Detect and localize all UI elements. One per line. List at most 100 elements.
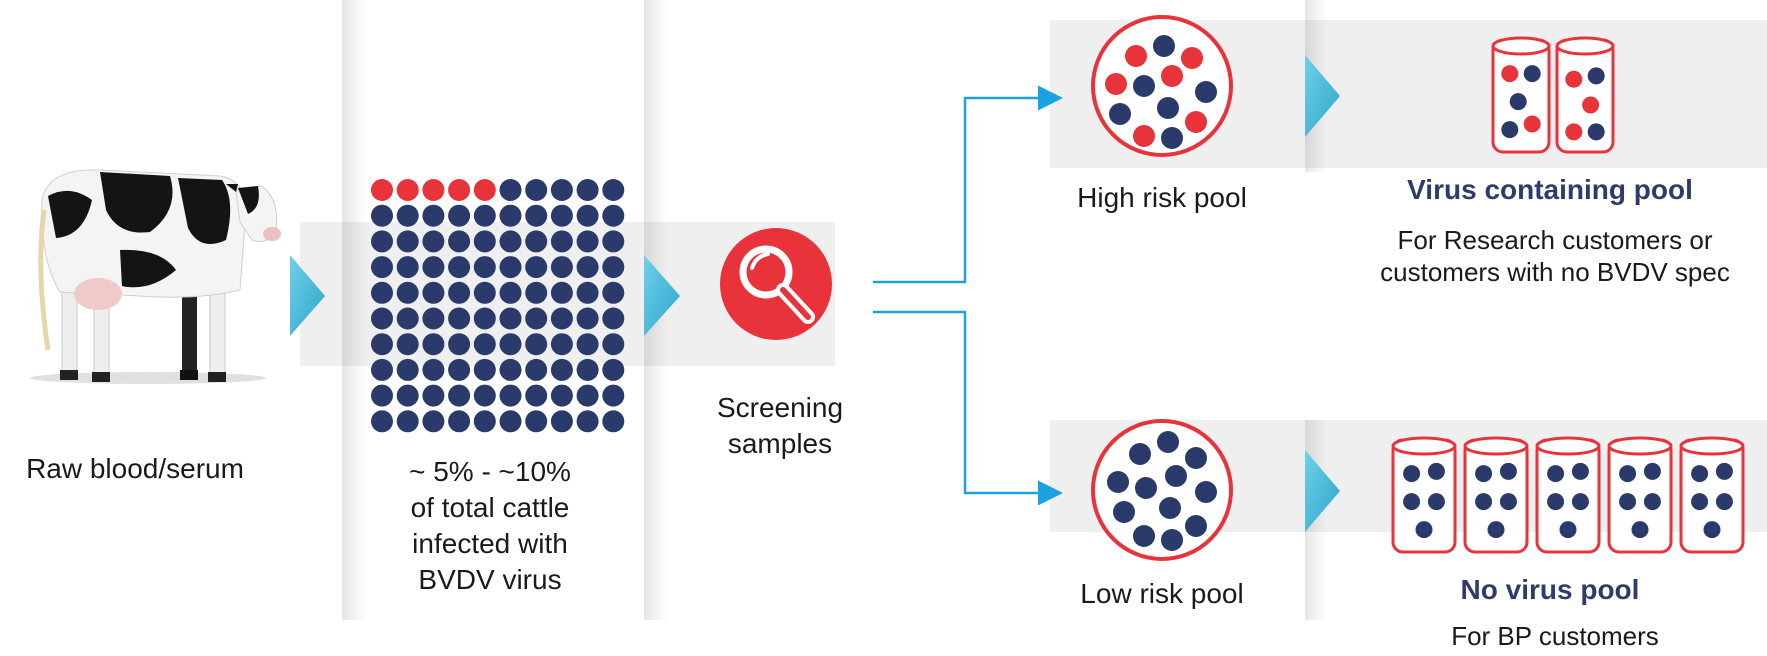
sample-container-icon <box>1535 436 1601 554</box>
chevron-arrow-icon <box>290 255 325 336</box>
healthy-cattle-dot <box>473 384 496 407</box>
virus-pool-desc-line: customers with no BVDV spec <box>1380 257 1730 287</box>
healthy-cattle-dot <box>576 179 599 201</box>
chevron-arrow-icon <box>1305 55 1340 137</box>
healthy-cattle-dot <box>371 204 393 227</box>
clean-sample-dot <box>1559 521 1577 539</box>
screening-line: samples <box>727 428 833 459</box>
healthy-cattle-dot <box>499 256 522 279</box>
healthy-cattle-dot <box>473 358 496 381</box>
high-risk-pool-icon <box>1091 15 1233 157</box>
healthy-cattle-dot <box>602 358 625 381</box>
healthy-cattle-dot <box>422 410 445 433</box>
healthy-cattle-dot <box>396 333 419 356</box>
healthy-cattle-dot <box>422 230 445 253</box>
arrow-to-high-pool <box>873 85 1063 284</box>
infected-sample-dot <box>1523 115 1541 133</box>
sample-container-icon <box>1391 436 1457 554</box>
low-risk-pool-icon <box>1091 419 1233 561</box>
sample-container-icon <box>1555 36 1615 154</box>
healthy-cattle-dot <box>499 358 522 381</box>
clean-sample-dot <box>1619 493 1637 511</box>
no-virus-pool-desc-line: For BP customers <box>1451 621 1659 651</box>
clean-sample-dot <box>1427 462 1445 480</box>
healthy-cattle-dot <box>576 256 599 279</box>
infection-rate-label: ~ 5% - ~10% of total cattle infected wit… <box>370 454 610 598</box>
healthy-cattle-dot <box>473 333 496 356</box>
clean-sample-dot <box>1691 493 1709 511</box>
healthy-cattle-dot <box>448 333 471 356</box>
source-label: Raw blood/serum <box>26 453 244 484</box>
healthy-cattle-dot <box>473 256 496 279</box>
screening-label: Screening samples <box>680 390 880 462</box>
clean-sample-dot <box>1475 465 1493 483</box>
healthy-cattle-dot <box>448 410 471 433</box>
healthy-cattle-dot <box>473 230 496 253</box>
clean-sample-dot <box>1703 521 1721 539</box>
clean-sample-dot <box>1571 462 1589 480</box>
healthy-cattle-dot <box>371 307 393 330</box>
healthy-cattle-dot <box>550 333 573 356</box>
clean-sample-dot <box>1571 493 1589 511</box>
screening-line: Screening <box>716 392 844 423</box>
healthy-cattle-dot <box>396 358 419 381</box>
healthy-cattle-dot <box>499 333 522 356</box>
healthy-cattle-dot <box>602 281 625 304</box>
no-virus-pool-title: No virus pool <box>1460 574 1640 605</box>
infection-rate-line: ~ 5% - ~10% <box>409 456 571 487</box>
sample-container-icon <box>1463 436 1529 554</box>
healthy-cattle-dot <box>396 256 419 279</box>
high-risk-pool-label: High risk pool <box>1077 182 1247 213</box>
healthy-cattle-dot <box>525 281 548 304</box>
healthy-cattle-dot <box>525 333 548 356</box>
clean-sample-dot <box>1691 465 1709 483</box>
clean-sample-dot <box>1715 462 1733 480</box>
healthy-cattle-dot <box>576 333 599 356</box>
healthy-cattle-dot <box>602 384 625 407</box>
cow-image <box>30 169 281 384</box>
healthy-cattle-dot <box>499 204 522 227</box>
no-virus-pool-description: For BP customers <box>1345 620 1765 652</box>
infected-sample-dot <box>1501 65 1519 83</box>
healthy-cattle-dot <box>473 281 496 304</box>
low-risk-pool-label: Low risk pool <box>1080 578 1244 609</box>
clean-sample-dot <box>1547 493 1565 511</box>
clean-sample-dot <box>1547 465 1565 483</box>
infected-sample-dot <box>1582 96 1600 114</box>
infection-rate-line: infected with <box>412 528 568 559</box>
sample-container-icon <box>1607 436 1673 554</box>
clean-sample-dot <box>1587 67 1605 85</box>
healthy-cattle-dot <box>602 333 625 356</box>
healthy-cattle-dot <box>448 204 471 227</box>
healthy-cattle-dot <box>550 230 573 253</box>
healthy-cattle-dot <box>576 307 599 330</box>
infected-cattle-dot <box>396 179 419 201</box>
healthy-cattle-dot <box>525 307 548 330</box>
healthy-cattle-dot <box>550 256 573 279</box>
healthy-cattle-dot <box>525 179 548 201</box>
healthy-cattle-dot <box>550 384 573 407</box>
virus-pool-containers <box>1491 36 1615 154</box>
chevron-arrow-icon <box>644 255 680 336</box>
clean-sample-dot <box>1643 462 1661 480</box>
virus-pool-description: For Research customers or customers with… <box>1345 224 1765 288</box>
healthy-cattle-dot <box>396 410 419 433</box>
panel-shadow <box>342 0 366 620</box>
healthy-cattle-dot <box>550 179 573 201</box>
infected-sample-dot <box>1565 70 1583 88</box>
healthy-cattle-dot <box>448 384 471 407</box>
healthy-cattle-dot <box>448 256 471 279</box>
arrow-to-low-pool <box>873 310 1063 506</box>
clean-sample-dot <box>1427 493 1445 511</box>
healthy-cattle-dot <box>396 384 419 407</box>
healthy-cattle-dot <box>499 384 522 407</box>
clean-sample-dot <box>1619 465 1637 483</box>
healthy-cattle-dot <box>396 281 419 304</box>
healthy-cattle-dot <box>525 384 548 407</box>
healthy-cattle-dot <box>422 358 445 381</box>
infected-cattle-dot <box>448 179 471 201</box>
magnifier-icon <box>720 228 832 340</box>
healthy-cattle-dot <box>448 358 471 381</box>
healthy-cattle-dot <box>525 230 548 253</box>
healthy-cattle-dot <box>371 410 393 433</box>
